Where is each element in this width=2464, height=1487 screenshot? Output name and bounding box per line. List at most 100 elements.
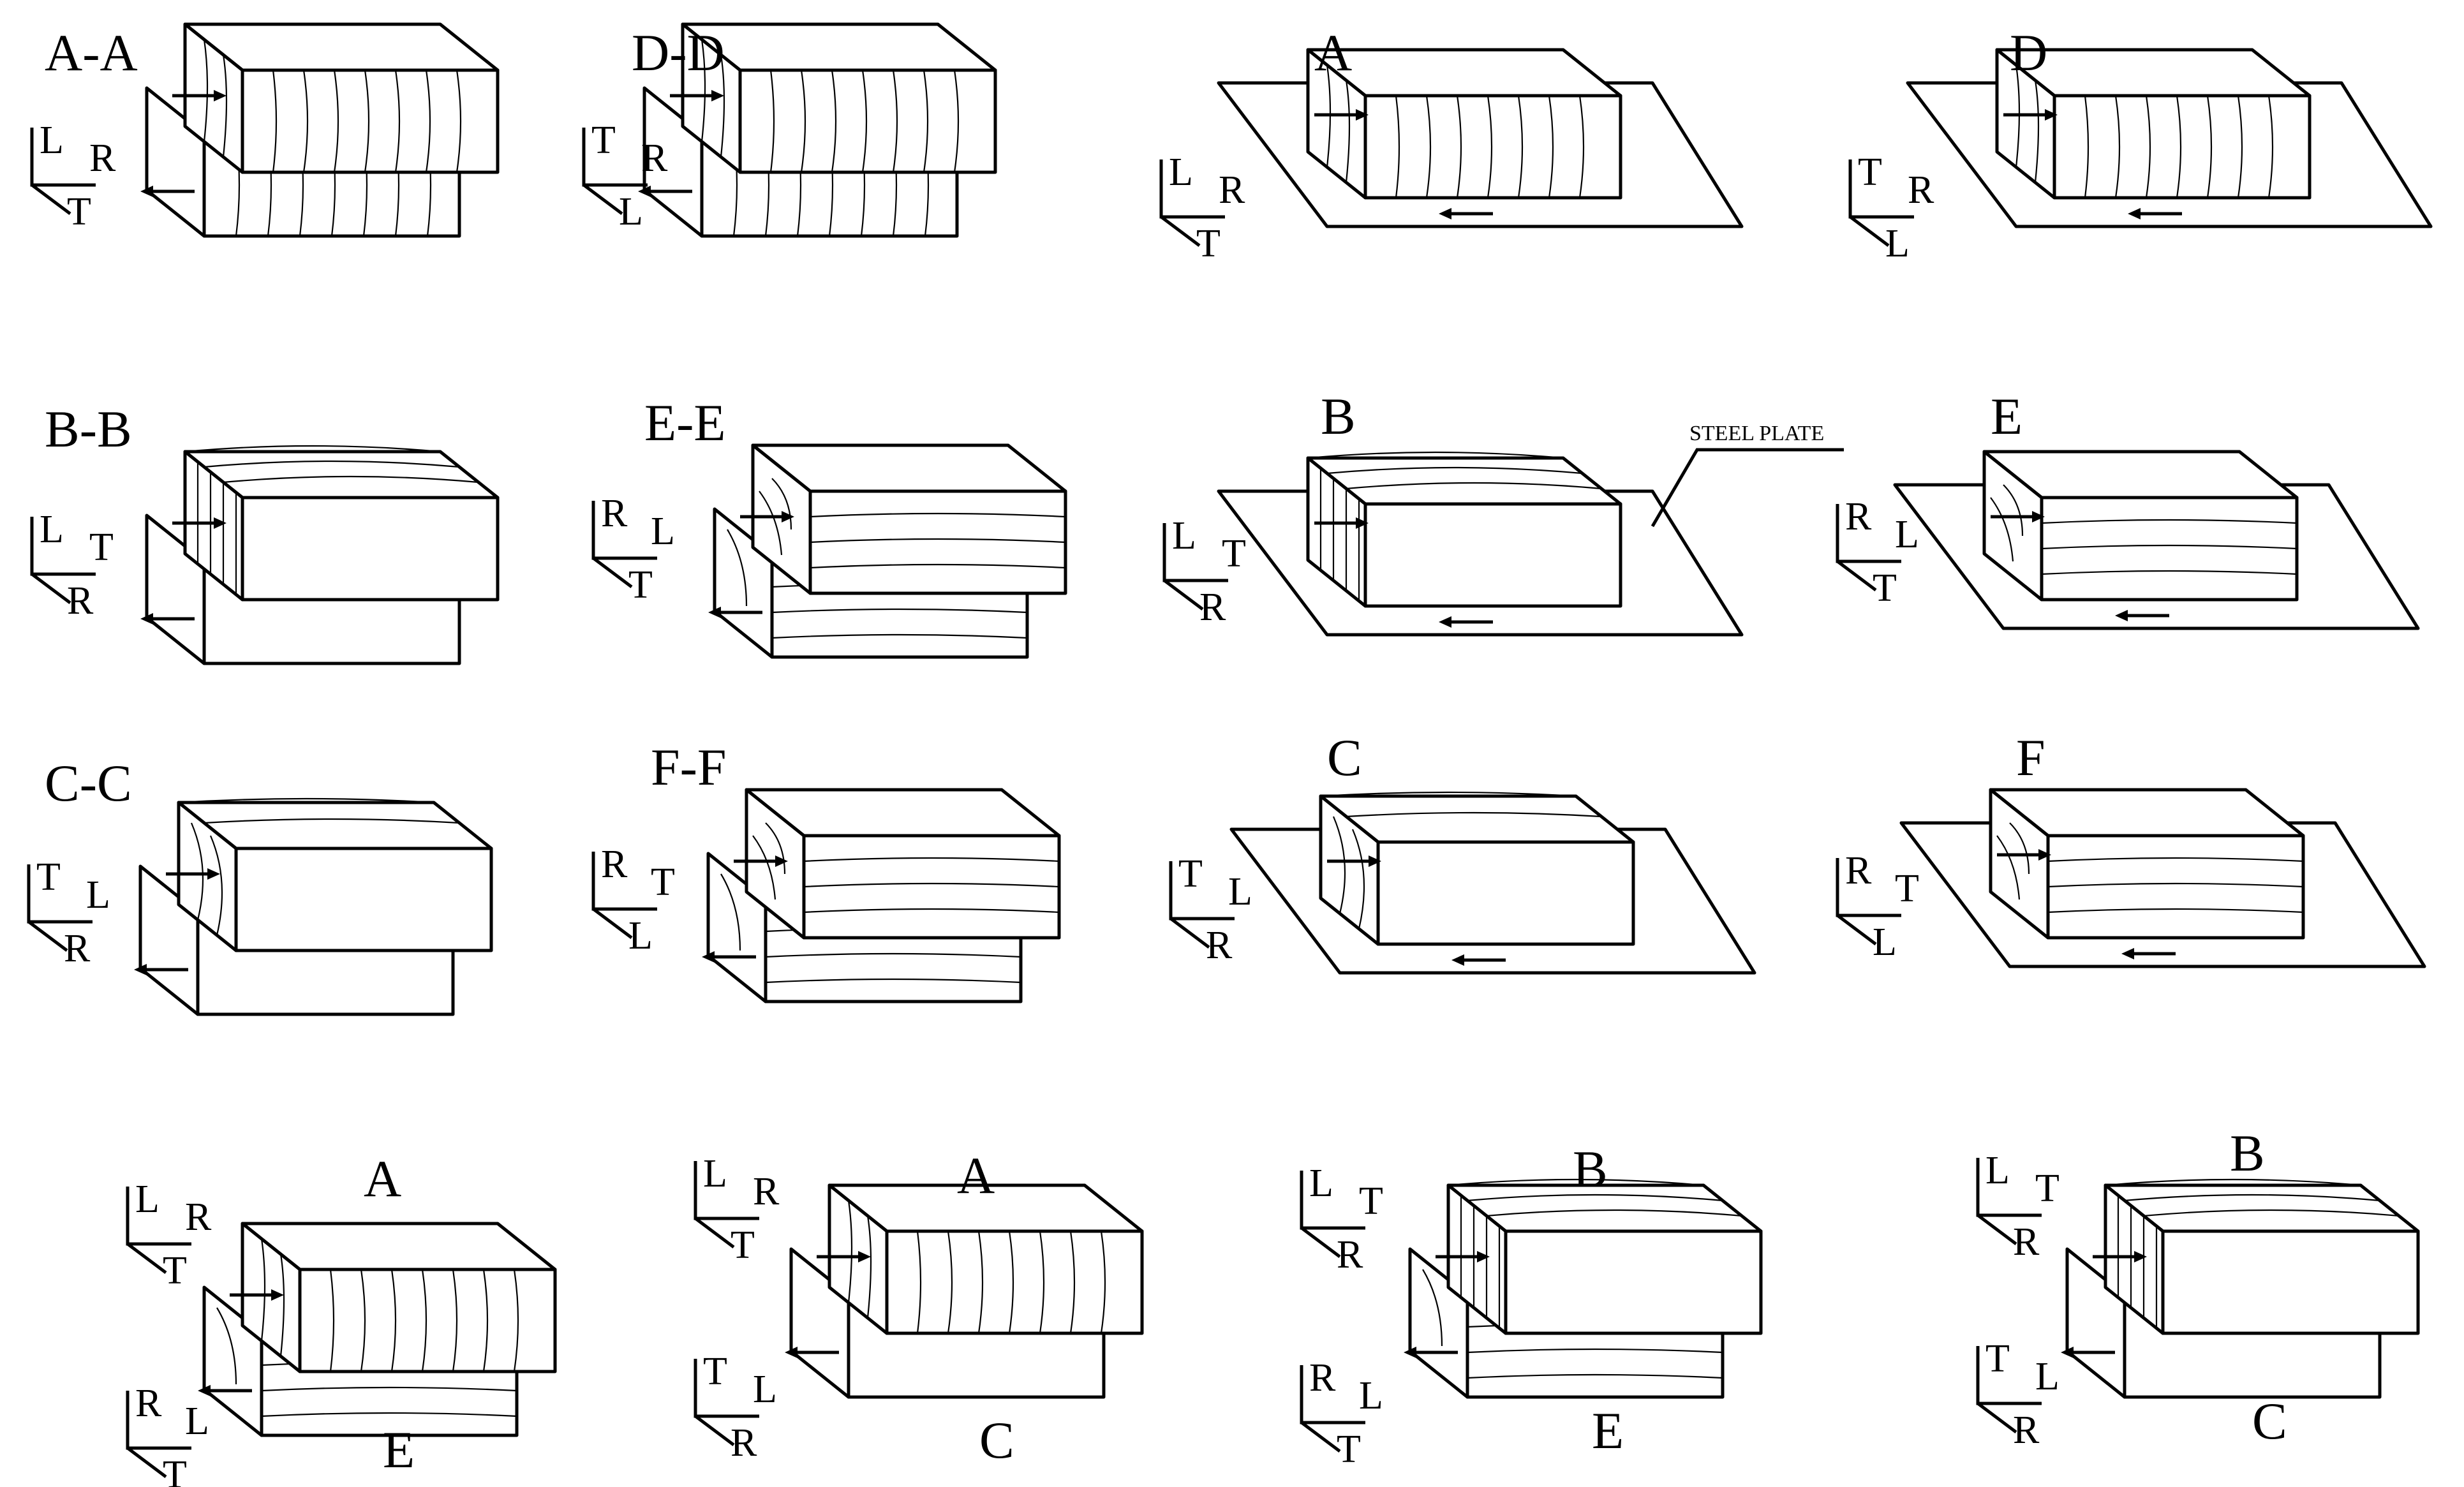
axis-label: R <box>753 1170 780 1213</box>
axis-label: T <box>1873 566 1897 610</box>
upper-block <box>1448 1185 1761 1333</box>
upper-block <box>185 452 498 600</box>
specimen-block <box>1308 458 1621 606</box>
axis-label: L <box>1985 1149 2010 1192</box>
axis-label: L <box>1172 514 1196 558</box>
axis-label: R <box>185 1195 212 1239</box>
axis-label: R <box>67 579 94 623</box>
axis-label: R <box>641 137 668 180</box>
panel-title: D <box>2010 24 2047 82</box>
axis-label: R <box>1309 1356 1336 1400</box>
axis-label: R <box>1908 168 1934 212</box>
panel-title: F <box>2016 729 2045 787</box>
axis-label: T <box>163 1249 187 1292</box>
axis-label: L <box>651 510 675 553</box>
axis-label: R <box>2013 1220 2040 1264</box>
upper-block <box>185 24 498 172</box>
axis-label: T <box>67 190 91 233</box>
specimen-block <box>1991 790 2303 938</box>
panel-subtitle: C <box>979 1411 1014 1469</box>
axis-label: R <box>64 927 91 970</box>
axis-label: L <box>40 508 64 551</box>
panel-title: B-B <box>45 400 132 458</box>
axis-label: R <box>135 1382 162 1425</box>
axis-label: T <box>651 861 675 904</box>
upper-block <box>179 803 491 951</box>
axis-label: L <box>86 873 110 917</box>
axis-label: L <box>1895 513 1919 556</box>
panel-title: D-D <box>632 24 725 82</box>
panel-title: A <box>957 1146 995 1204</box>
axis-label: T <box>2035 1167 2060 1210</box>
panel-title: B <box>1573 1140 1608 1198</box>
axis-label: T <box>731 1224 755 1267</box>
panel-title: B <box>2230 1124 2265 1182</box>
axis-label: R <box>601 492 628 535</box>
axis-label: T <box>1337 1428 1361 1471</box>
axis-label: L <box>2035 1355 2060 1398</box>
axis-label: L <box>1885 222 1910 265</box>
upper-block <box>683 24 995 172</box>
steel-plate-label: STEEL PLATE <box>1689 422 1824 445</box>
upper-block <box>746 790 1059 938</box>
axis-label: L <box>1873 921 1897 964</box>
axis-label: L <box>1228 870 1252 914</box>
axis-label: T <box>1178 852 1203 896</box>
axis-label: R <box>601 843 628 886</box>
axis-label: L <box>185 1400 209 1443</box>
axis-label: T <box>1359 1180 1383 1223</box>
axis-label: T <box>89 526 114 569</box>
axis-label: L <box>1309 1162 1333 1205</box>
axis-label: T <box>36 855 61 899</box>
axis-label: L <box>1169 151 1193 194</box>
axis-label: T <box>591 119 616 162</box>
panel-title: A <box>364 1150 401 1208</box>
axis-label: T <box>703 1350 727 1393</box>
panel-subtitle: C <box>2252 1392 2287 1450</box>
axis-label: L <box>628 914 653 958</box>
axis-label: R <box>1845 849 1872 892</box>
panel-title: E <box>1991 387 2022 445</box>
axis-label: L <box>619 190 643 233</box>
axis-label: R <box>1219 168 1245 212</box>
axis-label: T <box>1858 151 1882 194</box>
axis-label: R <box>89 137 116 180</box>
callout-leader <box>1651 448 1844 528</box>
panel-subtitle: E <box>1592 1402 1624 1460</box>
axis-label: L <box>703 1152 727 1195</box>
axis-label: L <box>135 1178 160 1221</box>
axis-label: T <box>1222 532 1246 575</box>
axis-label: R <box>1206 924 1233 967</box>
axis-label: T <box>163 1453 187 1487</box>
panel-title: E-E <box>644 394 725 452</box>
specimen-block <box>1321 796 1633 944</box>
panel-title: A <box>1314 24 1352 82</box>
